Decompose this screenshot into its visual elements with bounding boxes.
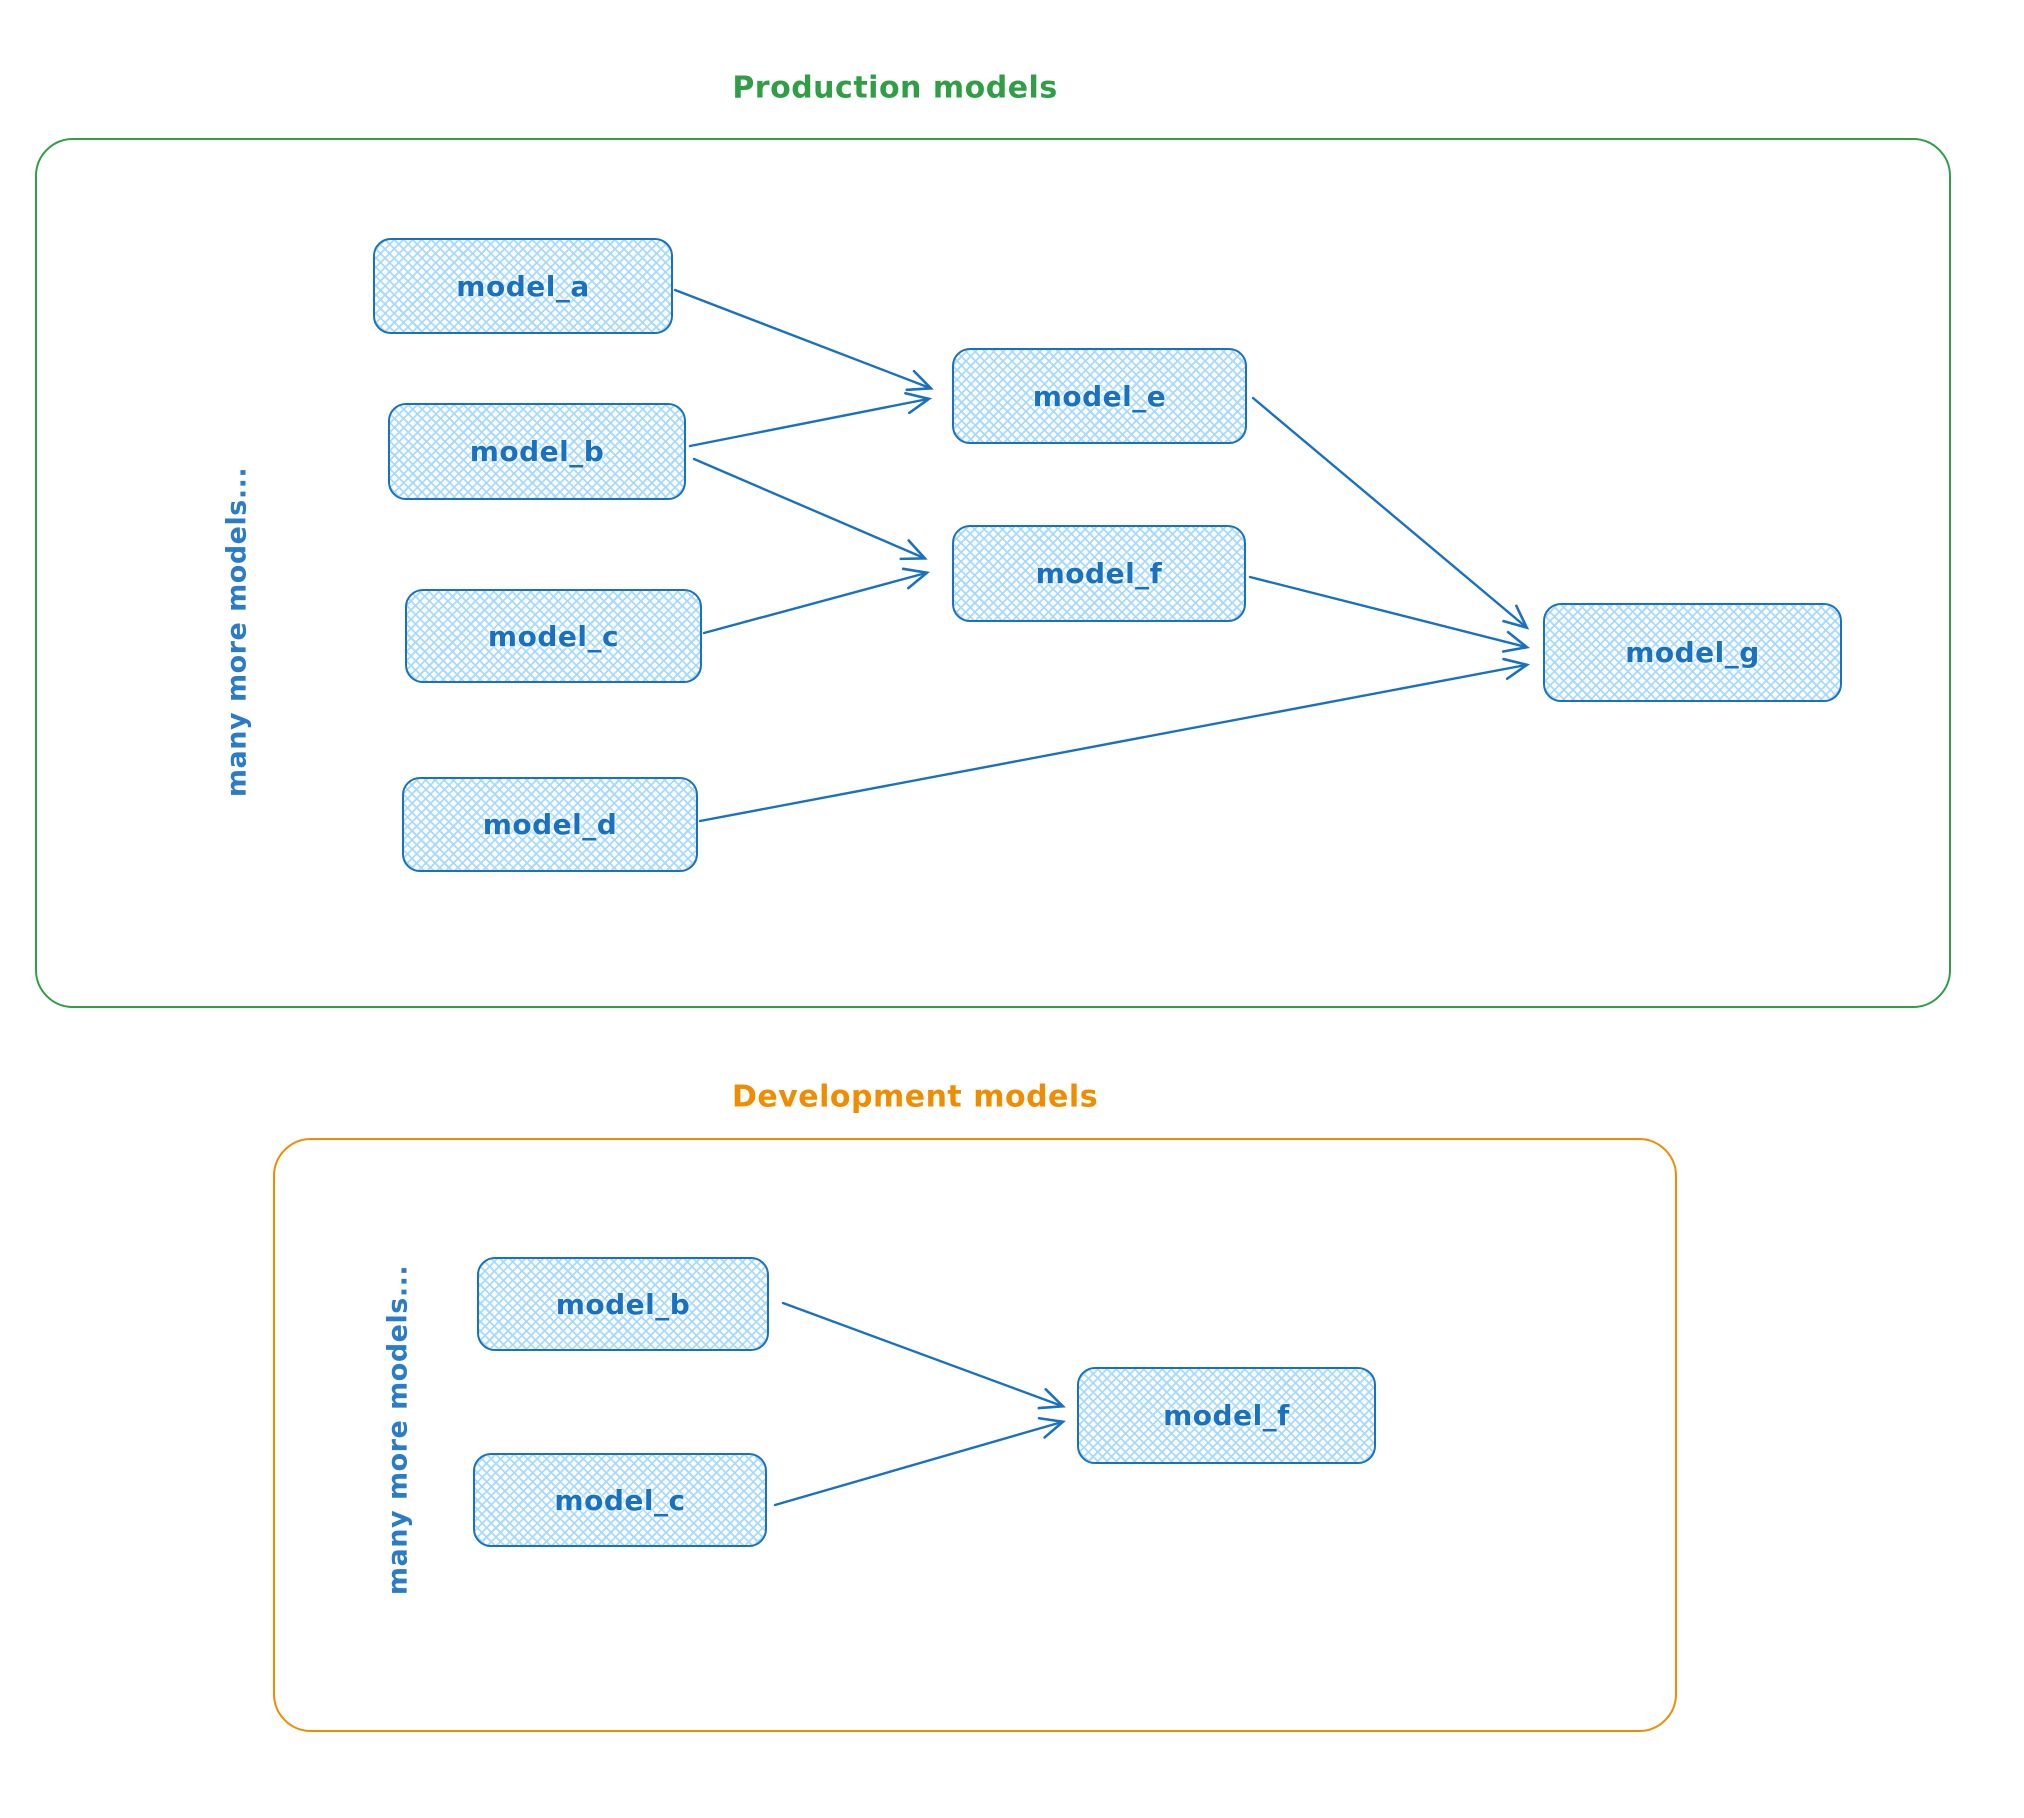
node-model-a: model_a xyxy=(373,238,673,334)
node-model-e: model_e xyxy=(952,348,1247,444)
development-more-models-label: many more models... xyxy=(382,1264,414,1596)
node-label: model_b xyxy=(469,435,605,468)
node-dev-model-b: model_b xyxy=(477,1257,769,1351)
node-model-b: model_b xyxy=(388,403,686,500)
node-label: model_f xyxy=(1035,557,1163,590)
production-more-models-label: many more models... xyxy=(221,466,253,798)
node-label: model_c xyxy=(554,1483,686,1517)
development-title: Development models xyxy=(731,1079,1099,1115)
node-label: model_a xyxy=(456,269,590,303)
node-dev-model-f: model_f xyxy=(1077,1367,1376,1464)
production-title: Production models xyxy=(732,70,1058,106)
node-dev-model-c: model_c xyxy=(473,1453,767,1547)
node-label: model_f xyxy=(1163,1399,1290,1432)
node-label: model_d xyxy=(482,808,618,841)
node-model-c: model_c xyxy=(405,589,702,683)
node-label: model_b xyxy=(555,1287,691,1321)
node-label: model_e xyxy=(1032,379,1167,413)
development-container xyxy=(273,1138,1677,1732)
node-model-f: model_f xyxy=(952,525,1246,622)
node-model-d: model_d xyxy=(402,777,698,872)
node-label: model_c xyxy=(487,619,620,653)
production-container xyxy=(35,138,1951,1008)
node-model-g: model_g xyxy=(1543,603,1842,702)
node-label: model_g xyxy=(1625,636,1760,669)
